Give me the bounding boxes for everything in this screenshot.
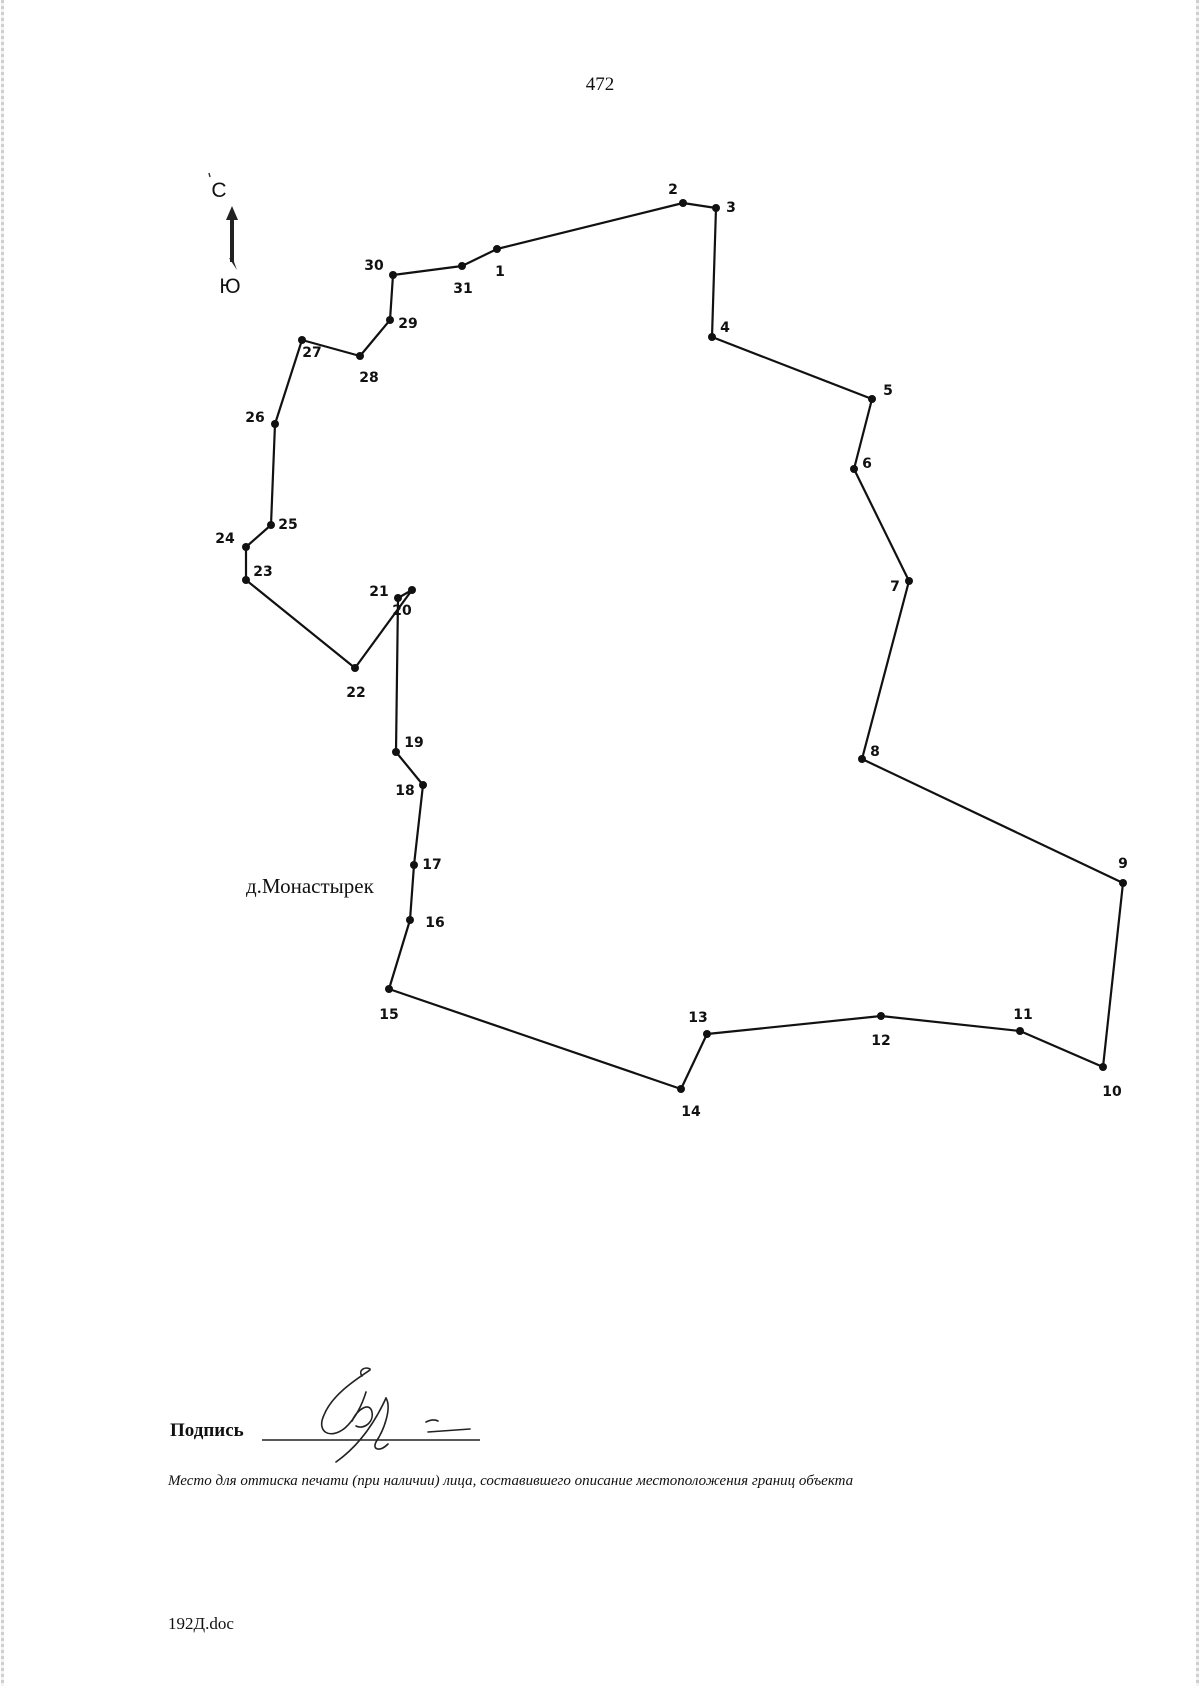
- boundary-point: [708, 333, 716, 341]
- boundary-point: [271, 420, 279, 428]
- north-south-arrow-icon: С Ю: [208, 172, 241, 298]
- boundary-point-label: 12: [871, 1033, 890, 1049]
- boundary-point: [394, 594, 402, 602]
- boundary-point-labels: 1234567891011121314151617181920212223242…: [215, 182, 1128, 1120]
- boundary-point-label: 16: [425, 915, 444, 931]
- boundary-point-label: 5: [883, 383, 893, 399]
- boundary-points: [242, 199, 1127, 1093]
- stamp-note: Место для оттиска печати (при наличии) л…: [168, 1473, 854, 1489]
- page-number: 472: [585, 74, 615, 95]
- boundary-point-label: 3: [726, 200, 736, 216]
- boundary-point-label: 23: [253, 564, 272, 580]
- boundary-point-label: 26: [245, 410, 264, 426]
- boundary-point-label: 18: [395, 783, 414, 799]
- boundary-point: [858, 755, 866, 763]
- boundary-point-label: 2: [668, 182, 678, 198]
- boundary-point-label: 9: [1118, 856, 1128, 872]
- boundary-point-label: 17: [422, 857, 441, 873]
- boundary-point-label: 21: [369, 584, 388, 600]
- boundary-point: [298, 336, 306, 344]
- boundary-point: [242, 576, 250, 584]
- boundary-point: [905, 577, 913, 585]
- boundary-point: [386, 316, 394, 324]
- boundary-point: [703, 1030, 711, 1038]
- boundary-point: [868, 395, 876, 403]
- compass-north-label: С: [211, 179, 226, 202]
- boundary-point-label: 10: [1102, 1084, 1122, 1100]
- boundary-point: [419, 781, 427, 789]
- boundary-point: [267, 521, 275, 529]
- boundary-point-label: 29: [398, 316, 417, 332]
- boundary-point: [1119, 879, 1127, 887]
- scan-edge-right: [1196, 0, 1199, 1686]
- boundary-point-label: 25: [278, 517, 297, 533]
- boundary-point: [356, 352, 364, 360]
- boundary-point: [458, 262, 466, 270]
- scan-edge-left: [1, 0, 4, 1686]
- boundary-point-label: 7: [890, 579, 900, 595]
- boundary-point-label: 24: [215, 531, 235, 547]
- boundary-point-label: 1: [495, 264, 505, 280]
- signature-label: Подпись: [170, 1420, 244, 1441]
- boundary-point: [1016, 1027, 1024, 1035]
- boundary-point-label: 28: [359, 370, 378, 386]
- boundary-point: [406, 916, 414, 924]
- boundary-point: [389, 271, 397, 279]
- boundary-point: [408, 586, 416, 594]
- boundary-point: [850, 465, 858, 473]
- boundary-point: [351, 664, 359, 672]
- boundary-point: [679, 199, 687, 207]
- boundary-point: [677, 1085, 685, 1093]
- boundary-point: [385, 985, 393, 993]
- boundary-point: [392, 748, 400, 756]
- boundary-point-label: 22: [346, 685, 365, 701]
- boundary-point-label: 6: [862, 456, 872, 472]
- boundary-point-label: 19: [404, 735, 423, 751]
- boundary-point-label: 31: [453, 281, 472, 297]
- boundary-point: [1099, 1063, 1107, 1071]
- boundary-line: [244, 201, 1125, 1091]
- boundary-point-label: 8: [870, 744, 880, 760]
- boundary-point: [712, 204, 720, 212]
- boundary-point-label: 4: [720, 320, 730, 336]
- boundary-point-label: 30: [364, 258, 384, 274]
- boundary-point: [410, 861, 418, 869]
- compass-south-label: Ю: [219, 275, 240, 298]
- boundary-point: [877, 1012, 885, 1020]
- boundary-point-label: 14: [681, 1104, 701, 1120]
- boundary-point-label: 11: [1013, 1007, 1032, 1023]
- boundary-point: [242, 543, 250, 551]
- file-name: 192Д.doc: [168, 1614, 234, 1633]
- boundary-point-label: 20: [392, 603, 412, 619]
- boundary-point: [493, 245, 501, 253]
- boundary-point-label: 13: [688, 1010, 707, 1026]
- boundary-point-label: 27: [302, 345, 321, 361]
- boundary-point-label: 15: [379, 1007, 398, 1023]
- handwritten-signature: [320, 1367, 471, 1463]
- village-name: д.Монастырек: [246, 874, 374, 898]
